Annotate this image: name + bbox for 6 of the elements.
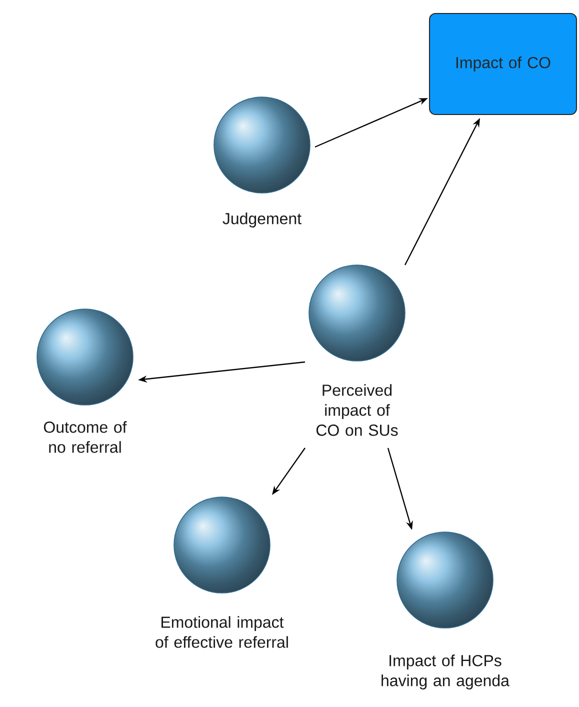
node-label: Impact of HCPs having an agenda bbox=[382, 654, 510, 690]
node-label: Judgement bbox=[222, 212, 302, 228]
node-label: Outcome of no referral bbox=[44, 421, 127, 453]
process-box: Impact of CO bbox=[429, 13, 577, 115]
node-label: Perceived impact of CO on SUs bbox=[316, 384, 398, 436]
node-label: Emotional impact of effective referral bbox=[156, 616, 288, 648]
